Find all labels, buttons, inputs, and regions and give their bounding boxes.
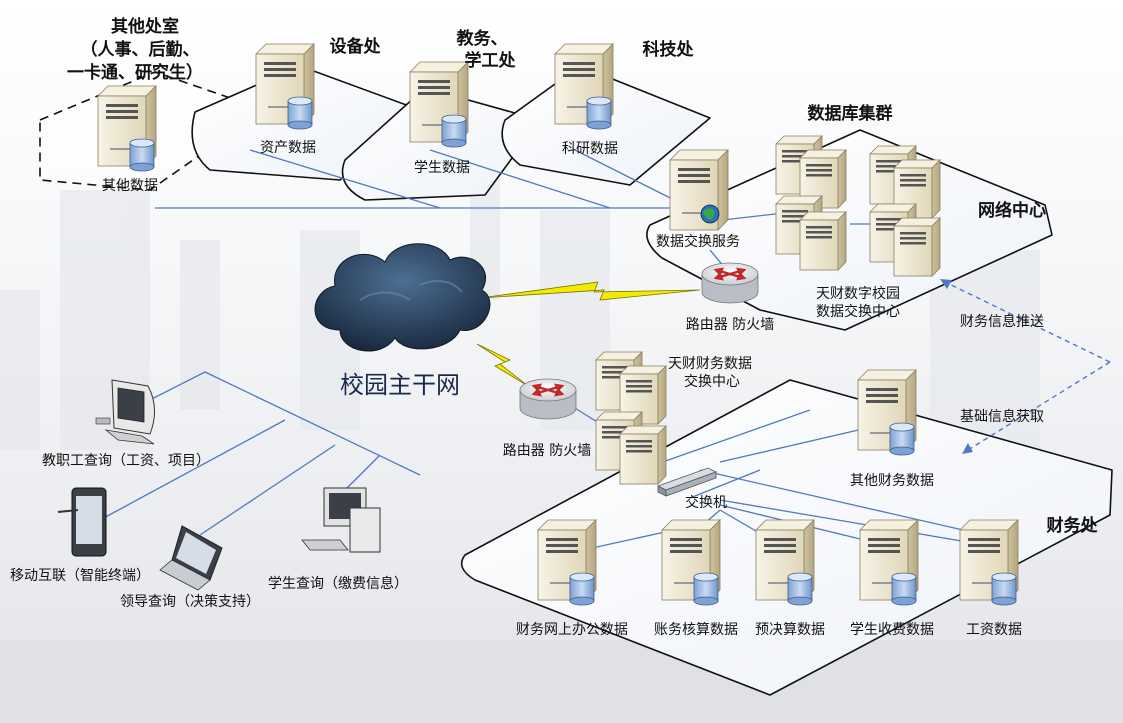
staff-query-label: 教职工查询（工资、项目） bbox=[42, 453, 210, 469]
switch-icon bbox=[656, 467, 718, 497]
push-flow-label: 财务信息推送 bbox=[960, 313, 1044, 330]
student-data-label: 学生数据 bbox=[414, 160, 470, 176]
connection-lines bbox=[99, 149, 986, 556]
server-other-finance bbox=[857, 369, 917, 456]
server-asset-data bbox=[255, 43, 315, 130]
campus-center-label-1: 天财数字校园 bbox=[816, 285, 900, 302]
flow-arrows bbox=[944, 281, 1111, 451]
network-center-title: 网络中心 bbox=[978, 200, 1046, 221]
server-student-data bbox=[409, 61, 469, 148]
backbone-label: 校园主干网 bbox=[340, 371, 460, 399]
other-office-title-3: 一卡通、研究生） bbox=[67, 62, 203, 83]
mobile-label: 移动互联（智能终端） bbox=[10, 568, 150, 584]
server-research-data bbox=[554, 43, 614, 130]
other-office-title-2: （人事、后勤、 bbox=[81, 39, 200, 60]
floor-band bbox=[0, 640, 1123, 723]
finance-server-label-1: 账务核算数据 bbox=[654, 622, 738, 638]
router-finance-icon bbox=[518, 377, 578, 421]
fetch-flow-label: 基础信息获取 bbox=[960, 408, 1044, 425]
backbone-cloud-icon bbox=[314, 243, 491, 352]
asset-data-label: 资产数据 bbox=[260, 140, 316, 156]
other-office-title-1: 其他处室 bbox=[111, 16, 179, 37]
campus-center-label-2: 数据交换中心 bbox=[816, 303, 900, 320]
server-student-fees bbox=[859, 519, 919, 606]
router-nc-label: 路由器 防火墙 bbox=[686, 317, 774, 333]
other-data-label: 其他数据 bbox=[102, 178, 158, 194]
desktop-computer-icon bbox=[95, 379, 155, 445]
tablet-icon bbox=[57, 487, 107, 557]
academic-title-2: 学工处 bbox=[465, 50, 517, 71]
finance-center-label-1: 天财财务数据 bbox=[668, 356, 752, 372]
server-finance-office bbox=[537, 519, 597, 606]
equipment-title: 设备处 bbox=[330, 36, 382, 57]
server-exchange-service bbox=[669, 149, 729, 231]
finance-server-label-2: 预决算数据 bbox=[755, 622, 825, 638]
finance-server-label-3: 学生收费数据 bbox=[850, 622, 934, 638]
leader-query-label: 领导查询（决策支持） bbox=[120, 593, 260, 610]
finance-center-label-2: 交换中心 bbox=[684, 373, 740, 390]
finance-server-label-0: 财务网上办公数据 bbox=[516, 622, 628, 638]
router-fin-label: 路由器 防火墙 bbox=[503, 443, 591, 459]
finance-title: 财务处 bbox=[1046, 515, 1099, 536]
research-data-label: 科研数据 bbox=[562, 141, 618, 157]
server-salary bbox=[959, 519, 1019, 606]
server-other-data bbox=[97, 85, 157, 172]
db-cluster-title: 数据库集群 bbox=[808, 103, 893, 124]
laptop-icon bbox=[159, 525, 223, 591]
finance-server-label-4: 工资数据 bbox=[966, 622, 1022, 638]
other-finance-label: 其他财务数据 bbox=[850, 473, 934, 489]
workstation-icon bbox=[301, 487, 381, 553]
switch-label: 交换机 bbox=[685, 494, 727, 511]
server-accounting bbox=[661, 519, 721, 606]
student-query-label: 学生查询（缴费信息） bbox=[268, 575, 408, 592]
router-network-center-icon bbox=[700, 261, 760, 305]
exchange-service-label: 数据交换服务 bbox=[656, 233, 740, 250]
flow-arrowheads bbox=[940, 279, 973, 454]
server-budget bbox=[755, 519, 815, 606]
finance-exchange-cluster bbox=[595, 351, 667, 485]
sci-tech-title: 科技处 bbox=[643, 39, 695, 60]
academic-title-1: 教务、 bbox=[456, 28, 508, 49]
